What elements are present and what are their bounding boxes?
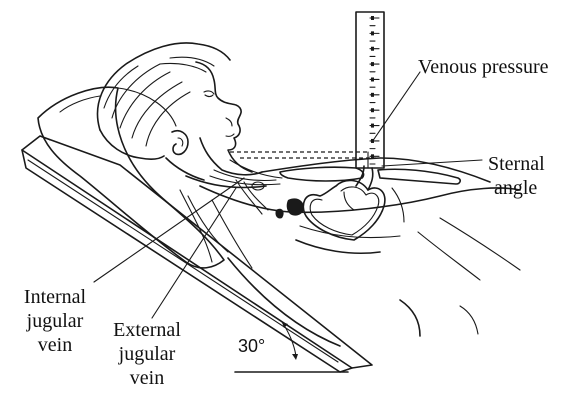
- torso: [188, 158, 520, 346]
- label-internal-jugular-line1: Internal: [12, 285, 98, 309]
- label-external-jugular-line1: External: [104, 318, 190, 342]
- label-external-jugular-vein: External jugular vein: [104, 318, 190, 390]
- patient-head: [98, 43, 262, 180]
- ruler-tick-mark: [371, 31, 374, 35]
- neck-base-shading: [275, 198, 304, 218]
- leader-lines: [94, 72, 482, 318]
- label-sternal-angle: Sternal angle: [488, 152, 545, 200]
- ruler-tick-mark: [371, 77, 374, 81]
- label-internal-jugular-line2: jugular: [12, 309, 98, 333]
- label-angle-30-degrees: 30°: [238, 334, 265, 358]
- ruler-tick-mark: [371, 124, 374, 128]
- label-venous-pressure: Venous pressure: [418, 55, 549, 79]
- label-external-jugular-line2: jugular: [104, 342, 190, 366]
- ruler-tick-mark: [371, 93, 374, 97]
- label-external-jugular-line3: vein: [104, 366, 190, 390]
- ruler-tick-mark: [371, 108, 374, 112]
- measurement-ruler: [356, 12, 384, 168]
- ruler-tick-mark: [371, 47, 374, 51]
- label-internal-jugular-vein: Internal jugular vein: [12, 285, 98, 357]
- label-sternal-angle-line2: angle: [488, 176, 545, 200]
- ruler-tick-mark: [371, 16, 374, 20]
- ruler-tick-mark: [371, 62, 374, 66]
- ruler-ticks: [370, 16, 379, 164]
- heart-illustration: [303, 166, 404, 240]
- label-internal-jugular-line3: vein: [12, 333, 98, 357]
- label-sternal-angle-line1: Sternal: [488, 152, 545, 176]
